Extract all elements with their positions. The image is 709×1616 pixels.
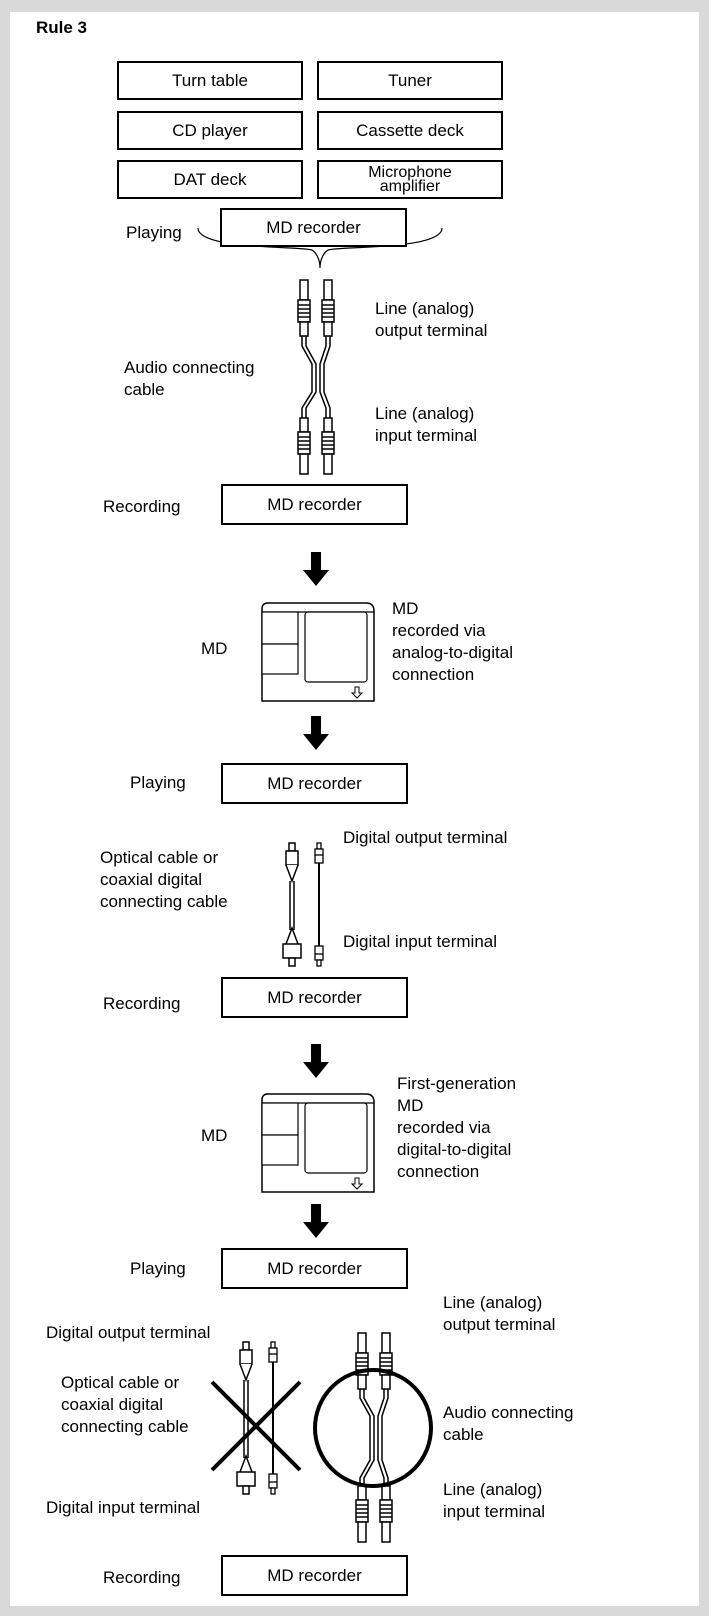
source-cassette-deck: Cassette deck	[317, 111, 503, 150]
recording-label: Recording	[103, 497, 181, 516]
md-description: MD recorded via analog-to-digital connec…	[392, 599, 513, 684]
digital-output-terminal-label: Digital output terminal	[46, 1323, 211, 1342]
arrow-down-icon	[303, 716, 329, 750]
source-tuner: Tuner	[317, 61, 503, 100]
md-label: MD	[201, 1126, 228, 1145]
optical-cable-label: Optical cable or coaxial digital connect…	[100, 848, 228, 911]
digital-cable-1	[282, 842, 324, 967]
audio-cable-analog-1	[297, 279, 335, 475]
md-recorder-player: MD recorder	[220, 208, 407, 247]
playing-label: Playing	[130, 1259, 186, 1278]
recording-label: Recording	[103, 994, 181, 1013]
arrow-down-icon	[303, 1044, 329, 1078]
optical-cable-label: Optical cable or coaxial digital connect…	[61, 1373, 189, 1436]
playing-label: Playing	[126, 223, 182, 242]
md-recorder-recorder: MD recorder	[221, 977, 408, 1018]
source-turntable: Turn table	[117, 61, 303, 100]
md-recorder-recorder: MD recorder	[221, 484, 408, 525]
md-description: First-generation MD recorded via digital…	[397, 1074, 517, 1181]
source-cd-player: CD player	[117, 111, 303, 150]
playing-label: Playing	[130, 773, 186, 792]
audio-cable-label: Audio connecting cable	[443, 1403, 574, 1444]
recording-label: Recording	[103, 1568, 181, 1587]
source-dat-deck: DAT deck	[117, 160, 303, 199]
circle-mark-icon	[313, 1368, 433, 1488]
md-label: MD	[201, 639, 228, 658]
audio-cable-label: Audio connecting cable	[124, 358, 255, 399]
rule-title: Rule 3	[36, 18, 88, 37]
arrow-down-icon	[303, 552, 329, 586]
line-output-terminal-label: Line (analog) output terminal	[375, 299, 488, 340]
line-output-terminal-label: Line (analog) output terminal	[443, 1293, 556, 1334]
digital-output-terminal-label: Digital output terminal	[343, 828, 508, 847]
md-recorder-player: MD recorder	[221, 763, 408, 804]
line-input-terminal-label: Line (analog) input terminal	[375, 404, 478, 445]
source-microphone-amplifier: Microphone amplifier	[317, 160, 503, 199]
cross-mark-icon	[210, 1380, 302, 1472]
digital-cable-2	[236, 1341, 278, 1495]
md-recorder-recorder: MD recorder	[221, 1555, 408, 1596]
minidisc-icon	[261, 1093, 375, 1193]
digital-input-terminal-label: Digital input terminal	[46, 1498, 201, 1517]
arrow-down-icon	[303, 1204, 329, 1238]
line-input-terminal-label: Line (analog) input terminal	[443, 1480, 546, 1521]
audio-cable-analog-2	[355, 1332, 393, 1543]
md-recorder-player: MD recorder	[221, 1248, 408, 1289]
minidisc-icon	[261, 602, 375, 702]
digital-input-terminal-label: Digital input terminal	[343, 932, 498, 951]
